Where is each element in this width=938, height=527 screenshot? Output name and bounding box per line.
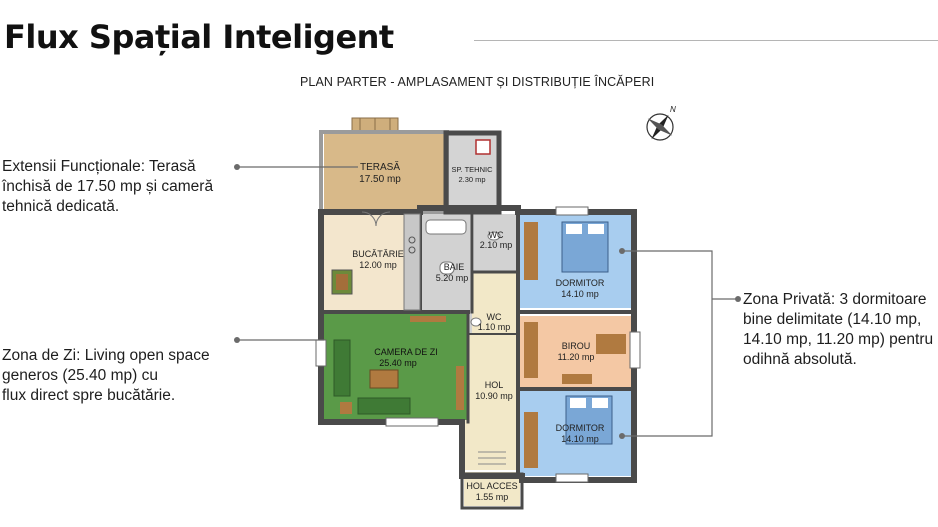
connector-bedroom1-dot: [619, 248, 625, 254]
windows: [315, 206, 641, 483]
label-dormitor-1: DORMITOR: [556, 278, 605, 288]
callout-extensions: Extensii Funcționale: Terasă închisă de …: [2, 158, 214, 215]
area-birou: 11.20 mp: [558, 352, 595, 362]
area-hol: 10.90 mp: [475, 391, 513, 401]
room-wc-1: [474, 214, 516, 272]
connector-extensions-dot: [234, 164, 240, 170]
pergola: [351, 117, 399, 133]
walls: [318, 130, 637, 510]
terrace-door: [361, 211, 391, 227]
label-dormitor-2: DORMITOR: [556, 423, 605, 433]
area-camera-de-zi: 25.40 mp: [379, 358, 417, 368]
area-sp-tehnic: 2.30 mp: [458, 175, 485, 184]
callout-private-zone: Zona Privată: 3 dormitoare bine delimita…: [743, 291, 934, 368]
label-bucatarie: BUCĂTĂRIE: [352, 249, 404, 259]
boiler-icon: [475, 139, 491, 155]
area-terasa: 17.50 mp: [359, 174, 401, 185]
area-dormitor-1: 14.10 mp: [561, 289, 599, 299]
plan-heading: PLAN PARTER - AMPLASAMENT ȘI DISTRIBUȚIE…: [300, 75, 655, 89]
title-divider: [474, 40, 938, 41]
room-labels: TERASĂ 17.50 mp SP. TEHNIC 2.30 mp BUCĂT…: [352, 160, 605, 502]
label-terasa: TERASĂ: [360, 160, 400, 173]
label-wc-2: WC: [487, 312, 502, 322]
entry-steps: [478, 451, 506, 465]
area-wc-1: 2.10 mp: [480, 240, 513, 250]
page-title: Flux Spațial Inteligent: [4, 18, 394, 56]
label-hol: HOL: [485, 380, 504, 390]
room-terasa: [324, 134, 444, 212]
connector-day-zone-dot: [234, 337, 240, 343]
area-hol-acces: 1.55 mp: [476, 492, 509, 502]
label-camera-de-zi: CAMERA DE ZI: [374, 347, 438, 357]
compass-north-label: N: [670, 105, 676, 114]
connector-bedroom2-dot: [619, 433, 625, 439]
area-bucatarie: 12.00 mp: [359, 260, 397, 270]
label-baie: BAIE: [444, 262, 465, 272]
bath-furniture: [425, 219, 501, 327]
label-hol-acces: HOL ACCES: [466, 481, 517, 491]
bedroom-furniture: [524, 221, 626, 468]
compass-icon: N: [646, 105, 676, 141]
callout-connectors: [234, 164, 741, 439]
area-wc-2: 1.10 mp: [478, 322, 511, 332]
kitchen-furniture: [331, 213, 421, 311]
connector-private-zone: [622, 250, 713, 437]
label-wc-1: WC: [489, 230, 504, 240]
living-furniture: [333, 316, 464, 415]
area-dormitor-2: 14.10 mp: [561, 434, 599, 444]
area-baie: 5.20 mp: [436, 273, 469, 283]
label-sp-tehnic: SP. TEHNIC: [452, 165, 494, 174]
connector-private-zone-dot: [735, 296, 741, 302]
callout-day-zone: Zona de Zi: Living open space generos (2…: [2, 347, 210, 404]
label-birou: BIROU: [562, 341, 591, 351]
